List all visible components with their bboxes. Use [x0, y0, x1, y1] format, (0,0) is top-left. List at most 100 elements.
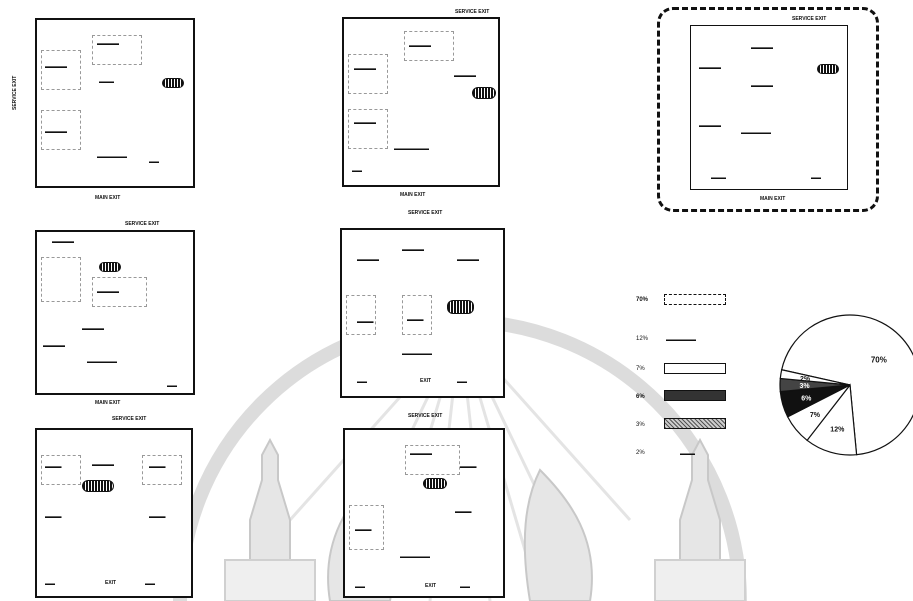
- stage-area: [82, 480, 114, 492]
- room-label: ▬▬▬: [149, 464, 166, 470]
- room: [405, 445, 460, 475]
- room-label: ▬▬▬▬: [45, 64, 67, 70]
- service-exit-label: SERVICE EXIT: [408, 413, 443, 419]
- room-label: ▬▬: [145, 581, 155, 587]
- room: [92, 277, 147, 307]
- exit-label: EXIT: [105, 580, 117, 586]
- room-label: ▬▬▬: [460, 464, 477, 470]
- room-label: ▬▬▬▬: [97, 41, 119, 47]
- room-label: ▬▬▬▬▬▬▬: [394, 146, 429, 152]
- legend-value: 7%: [636, 366, 645, 372]
- legend-value: 2%: [636, 450, 645, 456]
- pie-slice-label: 7%: [810, 412, 821, 419]
- legend-swatch: [664, 418, 726, 429]
- room: [404, 31, 454, 61]
- legend-swatch: [664, 294, 726, 305]
- room-label: ▬▬▬▬: [43, 343, 65, 349]
- pie-slice-label: 12%: [830, 427, 845, 434]
- room: [402, 295, 432, 335]
- room-label: ▬▬▬▬: [357, 257, 379, 263]
- service-exit-label: SERVICE EXIT: [792, 16, 827, 22]
- main-exit-label: MAIN EXIT: [760, 196, 786, 202]
- room-label: ▬▬: [457, 379, 467, 385]
- service-exit-label: SERVICE EXIT: [408, 210, 443, 216]
- legend-value: 70%: [636, 297, 649, 303]
- pie-slice-label: 2%: [800, 376, 811, 383]
- room-label: ▬▬▬▬: [97, 289, 119, 295]
- stage-area: [472, 87, 496, 99]
- room-label: ▬▬▬: [149, 514, 166, 520]
- room-label: ▬▬: [355, 584, 365, 590]
- pie-slice: [780, 314, 913, 456]
- service-exit-label: SERVICE EXIT: [125, 221, 160, 227]
- room-label: ▬▬▬▬: [699, 123, 721, 129]
- room-label: ▬▬▬▬▬▬: [400, 554, 430, 560]
- room-label: ▬▬▬▬: [751, 83, 773, 89]
- stage-area: [99, 262, 121, 272]
- room-label: ▬▬▬▬: [699, 65, 721, 71]
- floor-plan-7: ▬▬▬▬ ▬▬▬ ▬▬▬ ▬▬▬ ▬▬▬▬▬▬ ▬▬ EXIT ▬▬: [343, 428, 505, 598]
- room-label: ▬▬▬▬: [454, 73, 476, 79]
- room-label: ▬▬: [352, 168, 362, 174]
- room-label: ▬▬▬: [455, 509, 472, 515]
- room: [346, 295, 376, 335]
- pie-slice-label: 6%: [801, 396, 812, 403]
- room-label: ▬▬▬▬: [82, 326, 104, 332]
- room-label: ▬▬▬▬▬▬: [741, 130, 771, 136]
- room: [142, 455, 182, 485]
- room: [92, 35, 142, 65]
- service-exit-label: SERVICE EXIT: [455, 9, 490, 15]
- room-label: ▬▬▬▬: [410, 451, 432, 457]
- room-label: ▬▬: [460, 584, 470, 590]
- room-label: ▬▬▬▬: [92, 462, 114, 468]
- floor-plan-4: ▬▬▬▬ ▬▬▬▬ ▬▬▬▬ ▬▬▬▬ ▬▬▬▬▬▬ ▬▬: [35, 230, 195, 395]
- room-label: ▬▬▬▬: [402, 247, 424, 253]
- room-label: ▬▬▬: [45, 514, 62, 520]
- legend-text: ▬▬▬: [680, 451, 695, 457]
- room-label: ▬▬▬: [407, 317, 424, 323]
- main-exit-label: MAIN EXIT: [95, 195, 121, 201]
- room: [348, 109, 388, 149]
- pie-chart: 70%12%7%6%3%2%: [779, 314, 913, 456]
- room-label: ▬▬▬▬: [409, 43, 431, 49]
- room-label: ▬▬: [149, 159, 159, 165]
- legend-text: ▬▬▬▬▬▬: [666, 337, 696, 343]
- room-label: ▬▬▬▬▬▬: [97, 154, 127, 160]
- main-exit-label: MAIN EXIT: [95, 400, 121, 406]
- room-label: ▬▬: [45, 581, 55, 587]
- pie-slice-label: 70%: [871, 356, 887, 365]
- service-exit-label: SERVICE EXIT: [12, 75, 18, 110]
- room-label: ▬▬▬▬▬▬: [402, 351, 432, 357]
- room-label: ▬▬▬▬: [354, 120, 376, 126]
- legend-value: 6%: [636, 394, 645, 400]
- room-label: ▬▬▬▬: [52, 239, 74, 245]
- service-exit-label: SERVICE EXIT: [112, 416, 147, 422]
- room: [349, 505, 384, 550]
- legend-value: 3%: [636, 422, 645, 428]
- exit-label: EXIT: [425, 583, 437, 589]
- room-label: ▬▬▬: [45, 464, 62, 470]
- room-label: ▬▬: [811, 175, 821, 181]
- floor-plan-5: ▬▬▬▬ ▬▬▬▬ ▬▬▬▬ ▬▬▬ ▬▬▬ ▬▬▬▬▬▬ ▬▬ EXIT ▬▬: [340, 228, 505, 398]
- room-label: ▬▬▬: [99, 79, 114, 85]
- room-label: ▬▬: [357, 379, 367, 385]
- pie-slice: [779, 369, 851, 386]
- room-label: ▬▬▬▬: [457, 257, 479, 263]
- stage-area: [817, 64, 839, 74]
- room-label: ▬▬▬▬: [354, 66, 376, 72]
- room-label: ▬▬▬: [357, 319, 374, 325]
- legend-value: 12%: [636, 336, 649, 342]
- room: [41, 257, 81, 302]
- room: [41, 50, 81, 90]
- legend-swatch: [664, 390, 726, 401]
- room: [41, 455, 81, 485]
- floor-plan-1: ▬▬▬▬ ▬▬▬▬ ▬▬▬▬ ▬▬▬ ▬▬▬▬▬▬ ▬▬: [35, 18, 195, 188]
- room-label: ▬▬▬▬: [751, 45, 773, 51]
- stage-area: [447, 300, 474, 314]
- stage-area: [423, 478, 447, 489]
- legend-swatch: [664, 363, 726, 374]
- selected-plan-frame: [657, 7, 879, 212]
- floor-plan-2: ▬▬▬▬ ▬▬▬▬ ▬▬▬▬ ▬▬▬▬ ▬▬▬▬▬▬▬ ▬▬: [342, 17, 500, 187]
- room-label: ▬▬: [167, 383, 177, 389]
- exit-label: EXIT: [420, 378, 432, 384]
